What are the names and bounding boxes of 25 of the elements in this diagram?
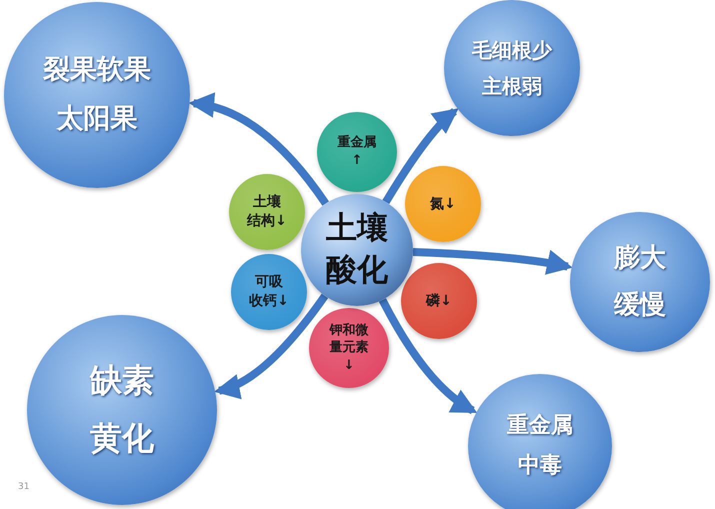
petal-label: 可吸收钙↓ bbox=[248, 273, 290, 311]
centre-circle bbox=[301, 194, 413, 306]
petal-circle bbox=[405, 166, 481, 242]
petal-circle bbox=[401, 263, 477, 339]
arrow bbox=[214, 294, 328, 398]
petal-label: 钾和微量元素↓ bbox=[328, 322, 370, 374]
petal-circle bbox=[309, 308, 389, 388]
petal-label: 磷↓ bbox=[424, 292, 453, 310]
petal-circle bbox=[229, 174, 305, 250]
arrow bbox=[412, 248, 573, 276]
result-label: 裂果软果太阳果 bbox=[42, 53, 152, 136]
arrow bbox=[382, 108, 458, 204]
arrow bbox=[378, 298, 478, 414]
centre-label: 土壤酸化 bbox=[325, 209, 389, 290]
result-label: 重金属中毒 bbox=[506, 412, 574, 480]
petal-circle bbox=[317, 112, 397, 192]
result-label: 膨大缓慢 bbox=[612, 242, 667, 322]
page-number: 31 bbox=[18, 482, 30, 492]
petal-label: 氮↓ bbox=[428, 194, 457, 214]
petal-circle bbox=[231, 254, 307, 330]
result-label: 缺素黄化 bbox=[88, 360, 155, 459]
petal-label: 土壤结构↓ bbox=[246, 193, 288, 231]
result-label: 毛细根少主根弱 bbox=[471, 37, 554, 100]
arrow bbox=[188, 93, 329, 206]
petal-label: 重金属↑ bbox=[336, 134, 378, 170]
